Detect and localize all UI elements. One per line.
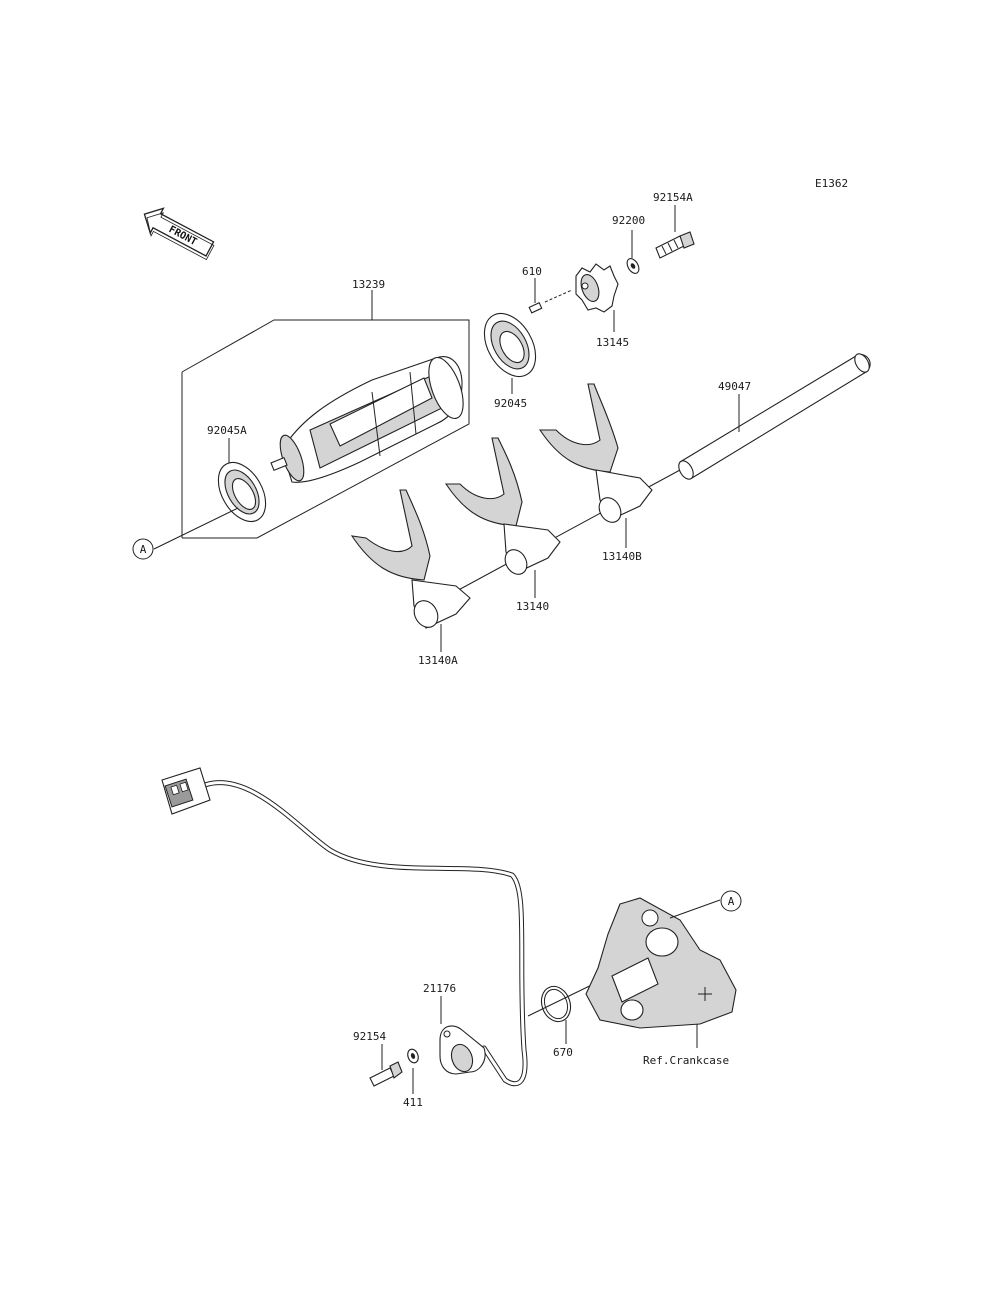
label-ref-crankcase: Ref.Crankcase bbox=[643, 1054, 729, 1067]
ref-marker-a-top: A bbox=[132, 538, 154, 560]
bracket-13239 bbox=[181, 290, 470, 539]
pin-610 bbox=[528, 302, 543, 314]
fork-13140 bbox=[444, 437, 561, 575]
label-670: 670 bbox=[553, 1046, 573, 1059]
ref-marker-a-bottom: A bbox=[720, 890, 742, 912]
bearing-92045 bbox=[483, 313, 537, 377]
fork-13140A bbox=[350, 489, 471, 629]
label-49047: 49047 bbox=[718, 380, 751, 393]
crankcase-ref bbox=[585, 897, 737, 1029]
bolt-92154 bbox=[369, 1061, 403, 1087]
svg-text:A: A bbox=[728, 895, 735, 908]
label-13140B: 13140B bbox=[602, 550, 642, 563]
label-92045A: 92045A bbox=[207, 424, 247, 437]
diagram-code: E1362 bbox=[815, 177, 848, 190]
label-13239: 13239 bbox=[352, 278, 385, 291]
label-92154: 92154 bbox=[353, 1030, 386, 1043]
label-13140: 13140 bbox=[516, 600, 549, 613]
label-610: 610 bbox=[522, 265, 542, 278]
front-arrow-icon: FRONT bbox=[143, 207, 215, 261]
cam-13145 bbox=[575, 263, 619, 313]
label-13140A: 13140A bbox=[418, 654, 458, 667]
fork-13140B bbox=[538, 383, 653, 523]
shift-drum bbox=[270, 356, 464, 483]
svg-text:A: A bbox=[140, 543, 147, 556]
bolt-92154A bbox=[655, 231, 695, 259]
label-92154A: 92154A bbox=[653, 191, 693, 204]
label-21176: 21176 bbox=[423, 982, 456, 995]
label-411: 411 bbox=[403, 1096, 423, 1109]
label-92200: 92200 bbox=[612, 214, 645, 227]
sensor-harness bbox=[161, 767, 528, 1087]
gear-position-sensor-21176 bbox=[439, 1025, 486, 1075]
bearing-92045A bbox=[217, 461, 267, 523]
label-13145: 13145 bbox=[596, 336, 629, 349]
shaft-49047 bbox=[678, 353, 871, 480]
label-92045: 92045 bbox=[494, 397, 527, 410]
